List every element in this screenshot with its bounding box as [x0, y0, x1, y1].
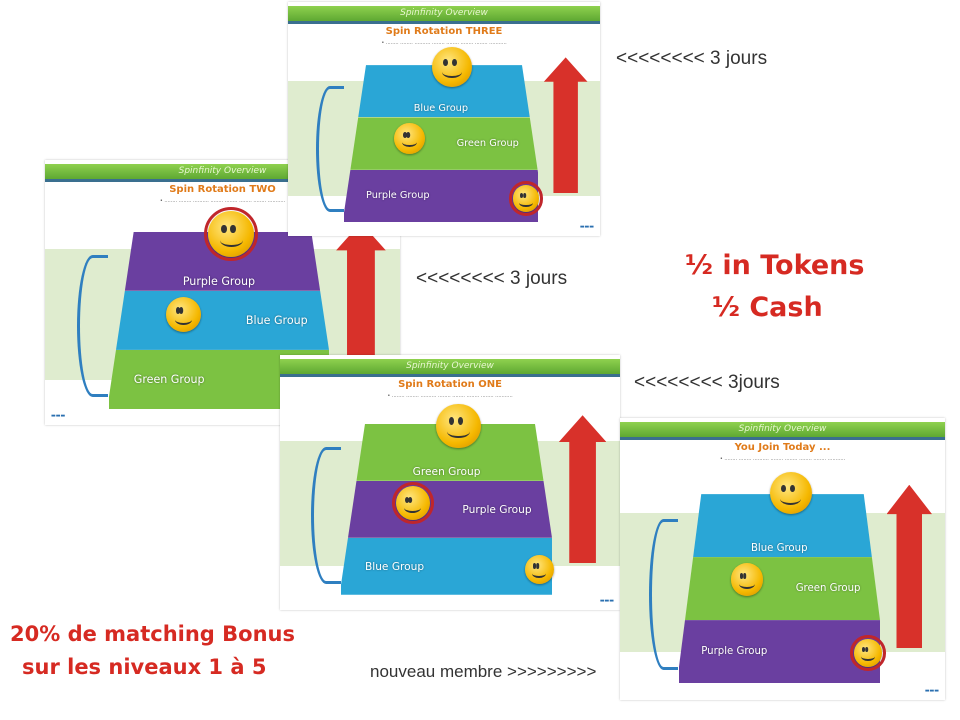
smiley-icon — [436, 403, 481, 449]
logo: ▬▬▬ — [599, 598, 614, 604]
smiley-icon — [394, 122, 426, 154]
rotation-arrow — [649, 519, 679, 671]
smiley-icon — [508, 181, 544, 216]
slide-bullet: • ........ ........ .......... ........ … — [159, 198, 286, 204]
cash-label: ½ Cash — [712, 292, 823, 323]
tier-purple-group: Purple Group — [678, 620, 880, 684]
slide-title: Spin Rotation TWO — [169, 184, 276, 195]
slide-header: Spinfinity Overview — [288, 6, 600, 24]
smiley-icon — [431, 46, 473, 88]
logo: ▬▬▬ — [924, 688, 939, 694]
tier-green-group: Green Group — [350, 117, 538, 170]
rotation-arrow — [76, 255, 109, 398]
tier-blue-group: Blue Group — [115, 290, 329, 350]
smiley-icon — [850, 635, 886, 671]
smiley-icon — [391, 482, 434, 525]
smiley-icon — [769, 472, 812, 515]
slide-header: Spinfinity Overview — [620, 422, 945, 440]
rotation-arrow — [310, 446, 341, 584]
logo: ▬▬▬ — [579, 224, 594, 230]
slide-header: Spinfinity Overview — [280, 359, 620, 377]
tier-purple-group: Purple Group — [347, 480, 552, 538]
wait-label-one: <<<<<<<< 3jours — [634, 372, 780, 393]
tier-purple-group: Purple Group — [344, 169, 538, 222]
bonus-label: 20% de matching Bonus — [10, 622, 295, 646]
smiley-icon — [524, 554, 554, 584]
wait-label-two: <<<<<<<< 3 jours — [416, 268, 568, 289]
smiley-icon — [730, 563, 763, 596]
slide-bullet: • ........ ........ .......... ........ … — [387, 393, 513, 399]
slide-today: Spinfinity Overview You Join Today ... •… — [620, 418, 945, 700]
tier-green-group: Green Group — [685, 557, 880, 621]
slide-title: You Join Today ... — [734, 442, 831, 453]
logo: ▬▬▬ — [51, 413, 66, 419]
smiley-icon — [204, 206, 259, 261]
slide-title: Spin Rotation ONE — [398, 379, 502, 390]
levels-label: sur les niveaux 1 à 5 — [22, 655, 267, 679]
slide-bullet: • ........ ........ .......... ........ … — [719, 456, 846, 462]
new-member-label: nouveau membre >>>>>>>>> — [370, 662, 597, 681]
slide-title: Spin Rotation THREE — [385, 26, 503, 37]
tokens-label: ½ in Tokens — [685, 250, 865, 281]
tier-blue-group: Blue Group — [693, 494, 872, 558]
rotation-arrow — [316, 86, 345, 213]
smiley-icon — [165, 296, 202, 333]
slide-three: Spinfinity Overview Spin Rotation THREE … — [288, 2, 600, 236]
slide-bullet: • ........ ........ .......... ........ … — [381, 40, 507, 46]
wait-label-three: <<<<<<<< 3 jours — [616, 48, 768, 69]
tier-blue-group: Blue Group — [358, 65, 530, 118]
slide-one: Spinfinity Overview Spin Rotation ONE • … — [280, 355, 620, 610]
tier-blue-group: Blue Group — [341, 537, 552, 595]
